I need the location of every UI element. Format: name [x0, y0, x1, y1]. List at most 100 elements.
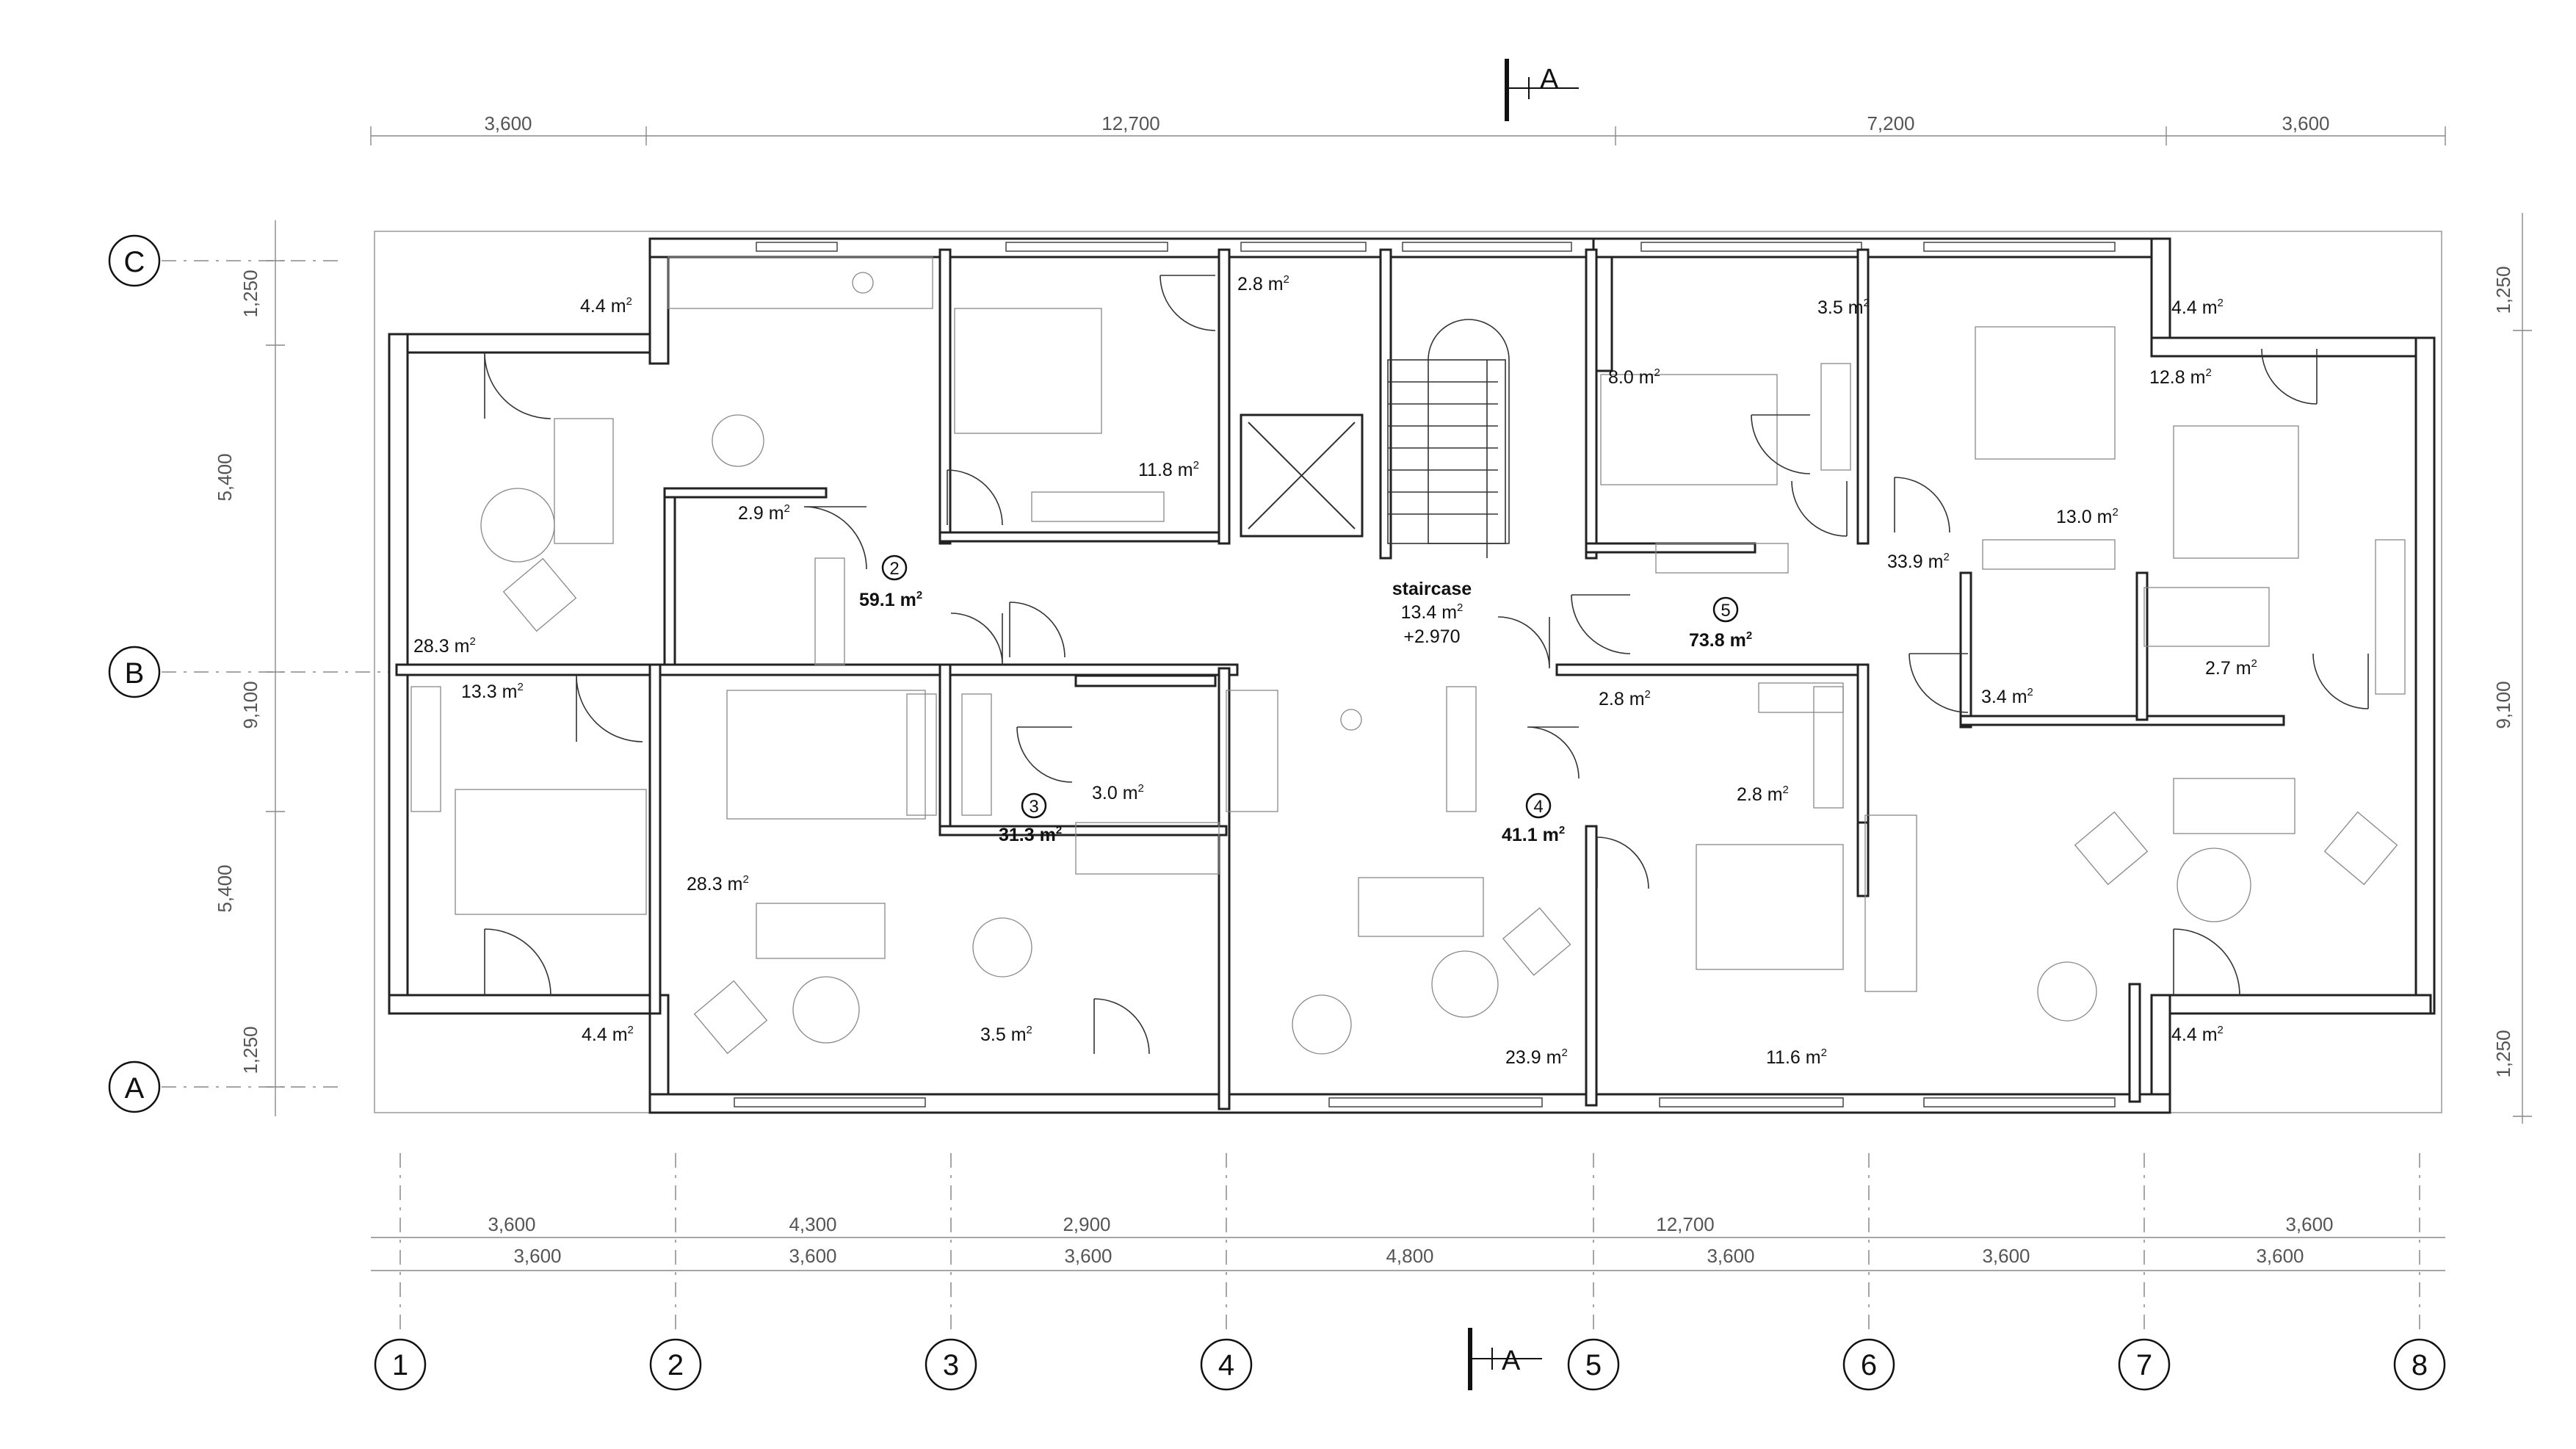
- apartment-4-number: 4: [1533, 797, 1543, 817]
- bottom-dim-2-6: 3,600: [1982, 1245, 2030, 1267]
- grid-column-6-label: 6: [1861, 1349, 1877, 1381]
- grid-column-1: 1: [374, 1338, 427, 1391]
- apartment-2-area: 59.1 m2: [859, 589, 922, 610]
- bottom-dim-1-5: 3,600: [2285, 1213, 2333, 1235]
- staircase-level: +2.970: [1403, 626, 1460, 647]
- grid-column-5-label: 5: [1585, 1349, 1602, 1381]
- room-area-label: 3.4 m2: [1981, 686, 2033, 707]
- grid-column-3-label: 3: [943, 1349, 959, 1381]
- room-area-label: 2.9 m2: [738, 502, 790, 524]
- left-dim-5: 1,250: [239, 1026, 261, 1074]
- apartment-4-marker: 4 41.1 m2: [1502, 792, 1565, 845]
- room-area-label: 11.8 m2: [1138, 459, 1199, 480]
- grid-row-b: B: [108, 646, 397, 698]
- bottom-dimension-row-2: 3,600 3,600 3,600 4,800 3,600 3,600 3,60…: [371, 1245, 2445, 1271]
- right-dim-1: 1,250: [2492, 266, 2514, 314]
- room-area-label: 2.8 m2: [1237, 273, 1289, 295]
- left-dim-1: 1,250: [239, 270, 261, 317]
- bottom-dim-1-1: 3,600: [488, 1213, 535, 1235]
- right-dim-3: 1,250: [2492, 1030, 2514, 1077]
- apartment-3-number: 3: [1029, 797, 1038, 817]
- apartment-5-number: 5: [1721, 601, 1730, 621]
- section-marker-bottom: A: [1468, 1328, 1542, 1390]
- elevator-shaft: [1240, 413, 1364, 538]
- exterior-walls: [388, 237, 2436, 1114]
- grid-column-8: 8: [2393, 1338, 2446, 1391]
- grid-column-7-label: 7: [2136, 1349, 2152, 1381]
- grid-column-7: 7: [2118, 1338, 2171, 1391]
- room-areas: 4.4 m2 2.8 m2 11.8 m2 2.9 m2 28.3 m2 13.…: [413, 273, 2257, 1068]
- top-dim-1: 3,600: [484, 112, 532, 134]
- room-area-label: 4.4 m2: [580, 295, 632, 317]
- apartment-2-marker: 2 59.1 m2: [859, 554, 922, 610]
- grid-column-5: 5: [1567, 1338, 1620, 1391]
- top-dimension-line: 3,600 12,700 7,200 3,600: [370, 112, 2446, 145]
- bottom-dimension-row-1: 3,600 4,300 2,900 12,700 3,600: [371, 1213, 2445, 1238]
- apartment-4-area: 41.1 m2: [1502, 824, 1565, 845]
- grid-column-2-label: 2: [667, 1349, 684, 1381]
- column-axis-lines: [399, 1153, 2420, 1329]
- room-area-label: 12.8 m2: [2149, 366, 2212, 388]
- apartment-3-marker: 3 31.3 m2: [999, 792, 1062, 845]
- door-swings: [484, 275, 2369, 1055]
- grid-column-2: 2: [649, 1338, 702, 1391]
- staircase-label: staircase 13.4 m2 +2.970: [1392, 579, 1472, 647]
- bottom-dim-1-4: 12,700: [1656, 1213, 1715, 1235]
- right-dim-2: 9,100: [2492, 681, 2514, 729]
- room-area-label: 13.3 m2: [461, 681, 524, 702]
- grid-column-6: 6: [1842, 1338, 1895, 1391]
- section-label-top: A: [1540, 64, 1559, 95]
- grid-row-c-label: C: [124, 246, 145, 278]
- grid-row-b-label: B: [125, 657, 145, 690]
- left-dim-4: 5,400: [214, 864, 236, 912]
- left-dimension-line: 1,250 5,400 9,100 5,400 1,250: [214, 220, 285, 1116]
- grid-column-3: 3: [925, 1338, 977, 1391]
- furniture: [410, 256, 2406, 1055]
- grid-row-c: C: [108, 234, 345, 287]
- staircase-flight: [1387, 319, 1510, 558]
- room-area-label: 3.5 m2: [1817, 297, 1870, 318]
- left-dim-2: 5,400: [214, 453, 236, 501]
- bottom-dim-2-4: 4,800: [1386, 1245, 1433, 1267]
- room-area-label: 2.8 m2: [1599, 688, 1651, 709]
- bottom-dim-1-3: 2,900: [1063, 1213, 1110, 1235]
- room-area-label: 11.6 m2: [1766, 1047, 1827, 1068]
- grid-column-4: 4: [1200, 1338, 1253, 1391]
- room-area-label: 28.3 m2: [687, 873, 749, 895]
- bottom-dim-2-5: 3,600: [1707, 1245, 1754, 1267]
- top-dim-2: 12,700: [1101, 112, 1160, 134]
- apartment-2-number: 2: [889, 559, 899, 579]
- grid-column-4-label: 4: [1218, 1349, 1234, 1381]
- room-area-label: 4.4 m2: [2171, 297, 2224, 318]
- room-area-label: 13.0 m2: [2056, 506, 2119, 527]
- room-area-label: 2.7 m2: [2205, 657, 2257, 679]
- room-area-label: 28.3 m2: [413, 635, 476, 657]
- bottom-dim-1-2: 4,300: [789, 1213, 836, 1235]
- grid-column-8-label: 8: [2412, 1349, 2428, 1381]
- bottom-dim-2-7: 3,600: [2256, 1245, 2304, 1267]
- interior-walls: [395, 248, 2285, 1110]
- bottom-dim-2-2: 3,600: [789, 1245, 836, 1267]
- room-area-label: 23.9 m2: [1505, 1047, 1568, 1068]
- staircase-name: staircase: [1392, 579, 1472, 599]
- top-dim-4: 3,600: [2282, 112, 2329, 134]
- room-area-label: 4.4 m2: [2171, 1024, 2224, 1045]
- section-label-bottom: A: [1502, 1345, 1521, 1376]
- grid-column-1-label: 1: [392, 1349, 408, 1381]
- room-area-label: 8.0 m2: [1608, 366, 1660, 388]
- right-dimension-line: 1,250 9,100 1,250: [2492, 213, 2532, 1124]
- apartment-3-area: 31.3 m2: [999, 824, 1062, 845]
- bottom-dim-2-1: 3,600: [513, 1245, 561, 1267]
- room-area-label: 3.5 m2: [980, 1024, 1032, 1045]
- room-area-label: 3.0 m2: [1092, 782, 1144, 803]
- room-area-label: 33.9 m2: [1887, 551, 1950, 572]
- apartment-5-area: 73.8 m2: [1689, 629, 1752, 651]
- apartment-5-marker: 5 73.8 m2: [1689, 596, 1752, 651]
- room-area-label: 4.4 m2: [582, 1024, 634, 1045]
- grid-row-a: A: [108, 1060, 345, 1113]
- room-area-label: 2.8 m2: [1737, 784, 1789, 805]
- left-dim-3: 9,100: [239, 681, 261, 729]
- section-marker-top: A: [1505, 59, 1579, 121]
- staircase-area: 13.4 m2: [1401, 601, 1464, 623]
